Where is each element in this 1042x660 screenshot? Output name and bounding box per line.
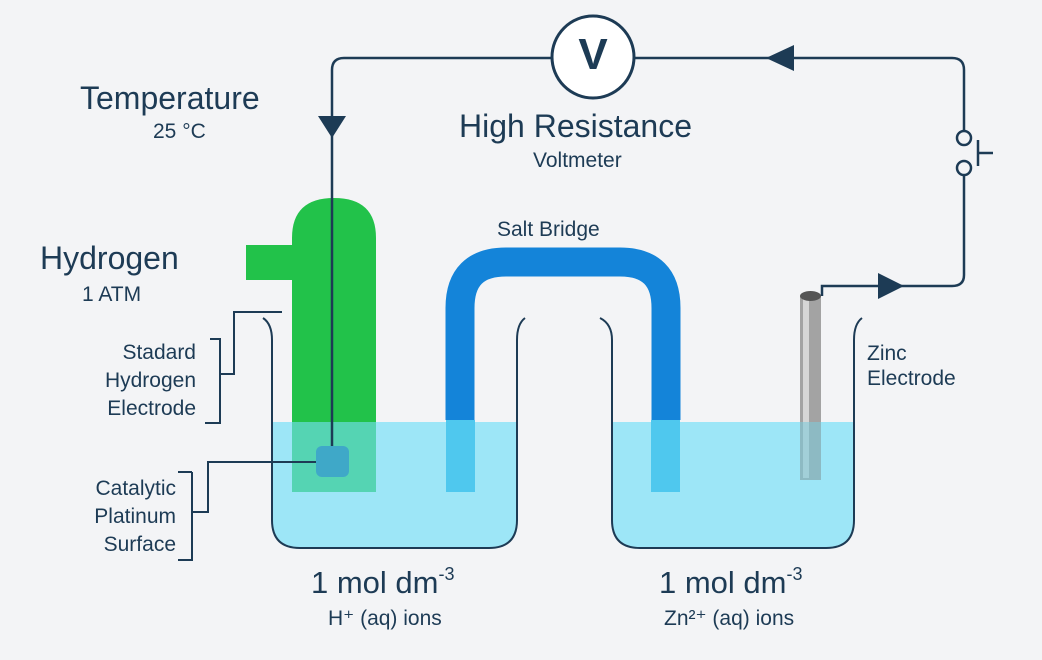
hydrogen-gas-tube (292, 198, 376, 492)
left-conc-exponent: -3 (438, 564, 455, 584)
right-beaker (599, 317, 863, 549)
she-bracket (205, 311, 282, 424)
hydrogen-inlet (246, 245, 296, 280)
left-concentration: 1 mol dm-3 (311, 564, 455, 601)
switch-contact-top (955, 129, 973, 147)
she-label-line3: Electrode (107, 397, 196, 420)
right-conc-text: 1 mol dm (659, 565, 787, 600)
salt-bridge-label: Salt Bridge (497, 218, 600, 241)
catalytic-label-line2: Platinum (94, 505, 176, 528)
platinum-surface (316, 446, 349, 477)
zinc-rod-submerged (800, 422, 821, 480)
salt-bridge-right-leg (651, 420, 680, 492)
zinc-rod-highlight (803, 298, 809, 478)
right-conc-exponent: -3 (786, 564, 803, 584)
voltmeter-dial (550, 14, 636, 100)
zinc-rod-top (800, 291, 821, 301)
voltmeter-symbol: V (578, 30, 608, 79)
circuit-wire (330, 56, 966, 462)
switch-contact-bottom (955, 159, 973, 177)
current-arrow-left-icon (318, 116, 346, 138)
right-concentration: 1 mol dm-3 (659, 564, 803, 601)
zinc-label-line1: Zinc (867, 342, 907, 365)
salt-bridge (445, 247, 681, 420)
voltmeter-subtitle: Voltmeter (533, 149, 622, 172)
left-conc-text: 1 mol dm (311, 565, 439, 600)
current-arrow-zinc-icon (878, 273, 904, 299)
catalytic-bracket (178, 461, 316, 561)
current-arrow-top-icon (766, 45, 794, 71)
left-beaker (262, 317, 526, 549)
voltmeter-title: High Resistance (459, 108, 692, 144)
right-ions-label: Zn²⁺ (aq) ions (664, 607, 795, 630)
temperature-value: 25 °C (153, 120, 206, 143)
salt-bridge-left-leg (446, 420, 475, 492)
hydrogen-title: Hydrogen (40, 240, 179, 276)
hydrogen-pressure: 1 ATM (82, 283, 142, 306)
catalytic-label-line1: Catalytic (95, 477, 176, 500)
temperature-title: Temperature (80, 80, 260, 116)
left-ions-label: H⁺ (aq) ions (328, 607, 442, 630)
catalytic-label-line3: Surface (103, 533, 176, 556)
she-label-line1: Stadard (122, 341, 196, 364)
she-label-line2: Hydrogen (104, 369, 196, 392)
zinc-label-line2: Electrode (867, 367, 956, 390)
